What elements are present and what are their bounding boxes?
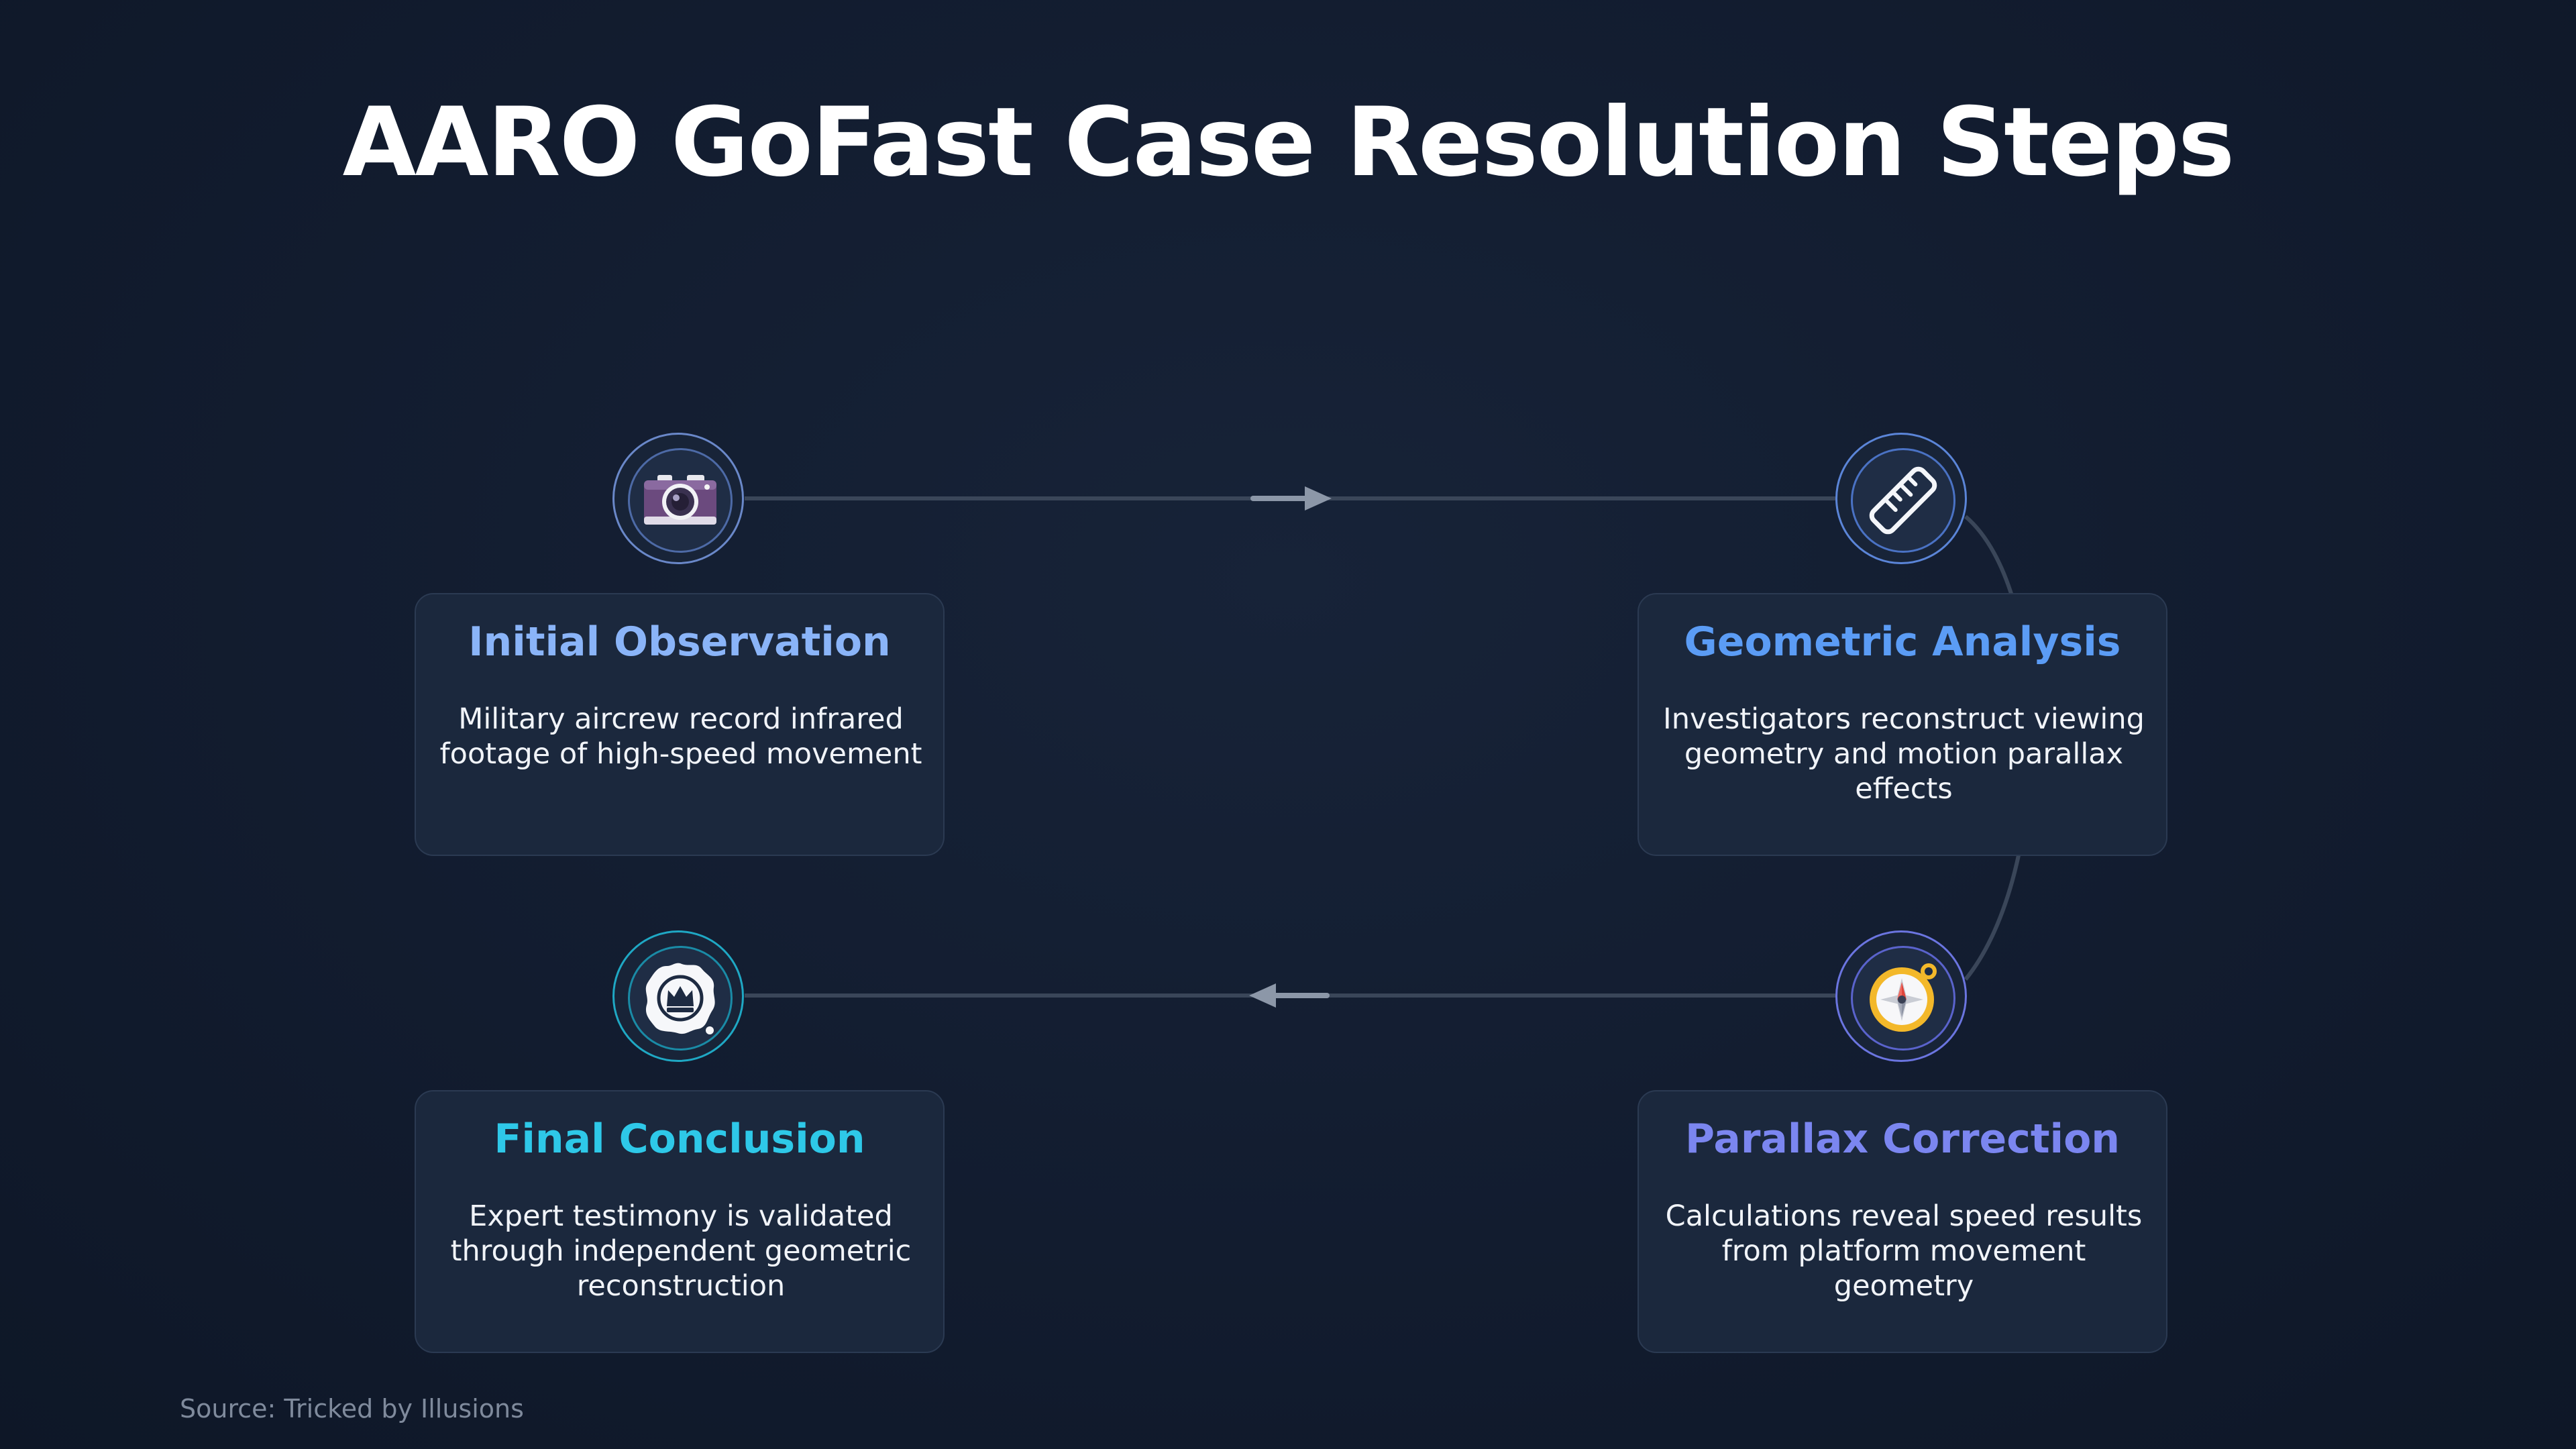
step-card-geometric-analysis: Geometric Analysis Investigators reconst… <box>1638 593 2167 856</box>
arrow-right-icon <box>1250 486 1332 511</box>
step-1-icon-node <box>612 433 744 564</box>
seal-icon <box>645 963 715 1034</box>
step-card-parallax-correction: Parallax Correction Calculations reveal … <box>1638 1090 2167 1353</box>
step-2-icon-node <box>1835 433 1967 564</box>
step-card-initial-observation: Initial Observation Military aircrew rec… <box>415 593 945 856</box>
step-description: Expert testimony is validated through in… <box>450 1199 912 1303</box>
step-heading: Initial Observation <box>468 619 891 665</box>
ruler-icon <box>1869 466 1937 535</box>
step-description: Military aircrew record infrared footage… <box>439 702 922 771</box>
step-card-final-conclusion: Final Conclusion Expert testimony is val… <box>415 1090 945 1353</box>
step-heading: Parallax Correction <box>1684 1116 2121 1163</box>
step-3-icon-node <box>1835 930 1967 1062</box>
step-heading: Geometric Analysis <box>1684 619 2121 665</box>
step-4-icon-node <box>612 930 744 1062</box>
compass-icon <box>1870 963 1937 1032</box>
step-description: Investigators reconstruct viewing geomet… <box>1663 702 2145 806</box>
arrow-left-icon <box>1249 983 1330 1008</box>
step-heading: Final Conclusion <box>494 1116 865 1163</box>
page-title: AARO GoFast Case Resolution Steps <box>342 87 2235 198</box>
step-description: Calculations reveal speed results from p… <box>1665 1199 2143 1303</box>
camera-icon <box>644 475 716 525</box>
source-caption: Source: Tricked by Illusions <box>180 1394 524 1424</box>
